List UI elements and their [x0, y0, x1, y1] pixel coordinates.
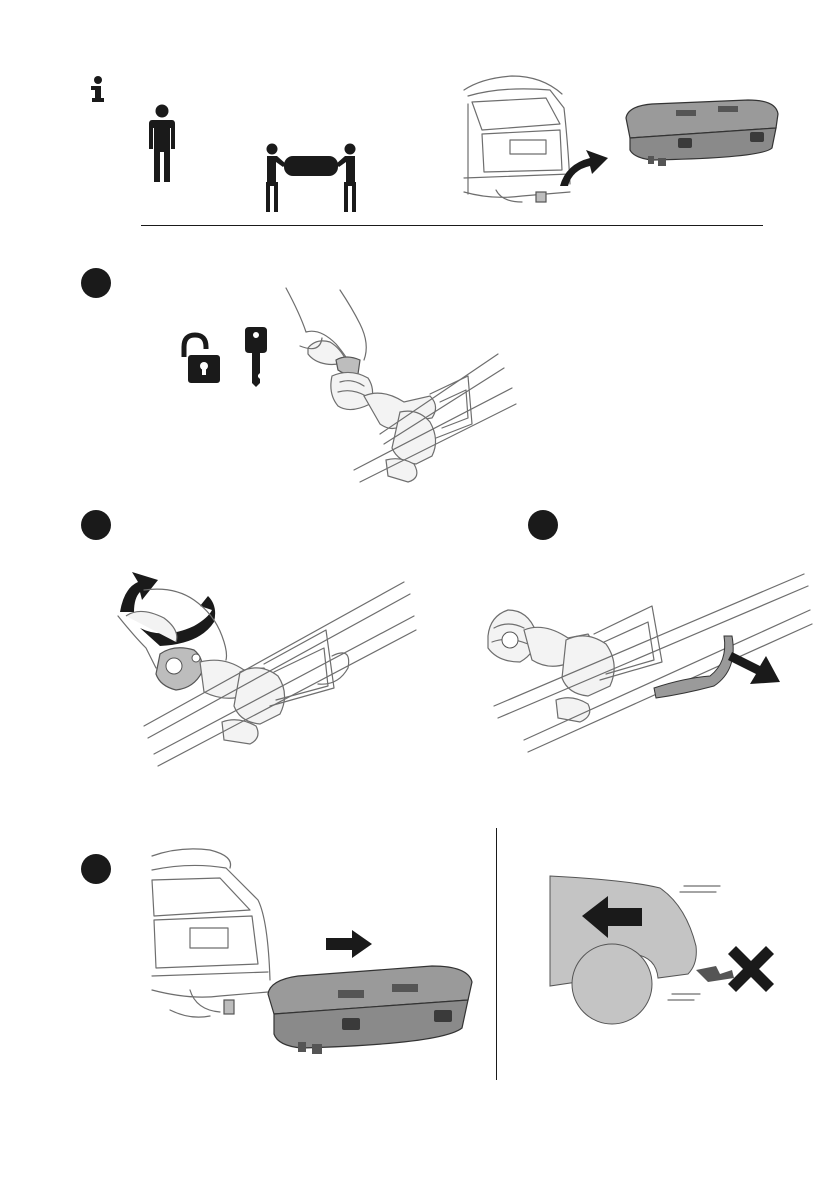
car-rear-icon: [150, 840, 280, 1024]
step-2-illustration: [104, 576, 414, 766]
two-people-carrying-icon: [256, 142, 366, 214]
car-rear-icon: [462, 74, 572, 206]
step-1-marker: [81, 268, 111, 298]
one-person-icon: [142, 104, 182, 184]
cargo-box-icon: [262, 960, 482, 1060]
section-divider: [141, 225, 763, 226]
info-icon: [88, 76, 108, 102]
no-cross-icon: [724, 942, 778, 996]
step-3-illustration: [484, 566, 814, 756]
step-3-marker: [528, 510, 558, 540]
right-arrow-icon: [326, 930, 374, 958]
step-1-illustration: [280, 284, 520, 494]
key-icon: [243, 325, 269, 387]
cargo-box-icon: [622, 98, 782, 174]
step-4-marker: [81, 854, 111, 884]
step-4-divider: [496, 828, 497, 1080]
curved-arrow-icon: [558, 148, 610, 188]
unlock-icon: [178, 333, 222, 383]
step-2-marker: [81, 510, 111, 540]
